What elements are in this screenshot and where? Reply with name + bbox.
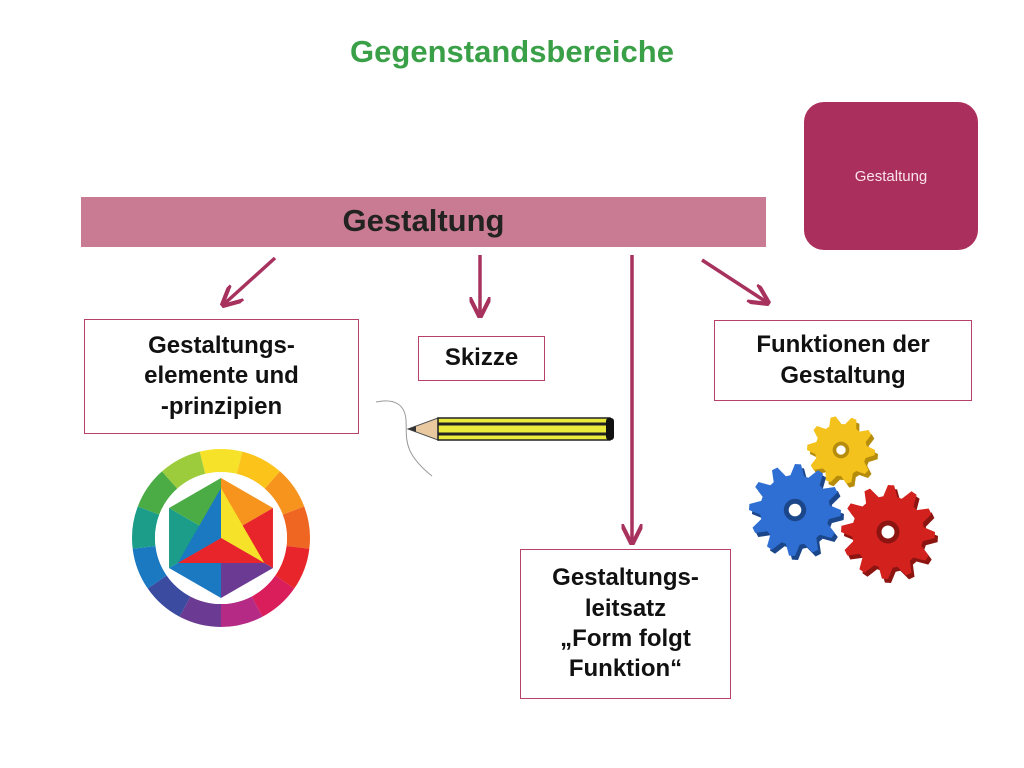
section-tag-label: Gestaltung — [854, 167, 928, 185]
branch-guideline-box: Gestaltungs- leitsatz „Form folgt Funkti… — [520, 549, 731, 699]
arrow-to-functions — [701, 258, 768, 303]
branch-sketch-box: Skizze — [418, 336, 545, 381]
page-title: Gegenstandsbereiche — [350, 34, 674, 69]
section-tag: Gestaltung — [804, 102, 978, 250]
branch-elements-box: Gestaltungs- elemente und -prinzipien — [84, 319, 359, 434]
main-topic-bar: Gestaltung — [81, 197, 766, 247]
arrow-to-elements — [223, 256, 277, 305]
branch-functions-box: Funktionen der Gestaltung — [714, 320, 972, 401]
main-topic-label: Gestaltung — [342, 203, 505, 238]
